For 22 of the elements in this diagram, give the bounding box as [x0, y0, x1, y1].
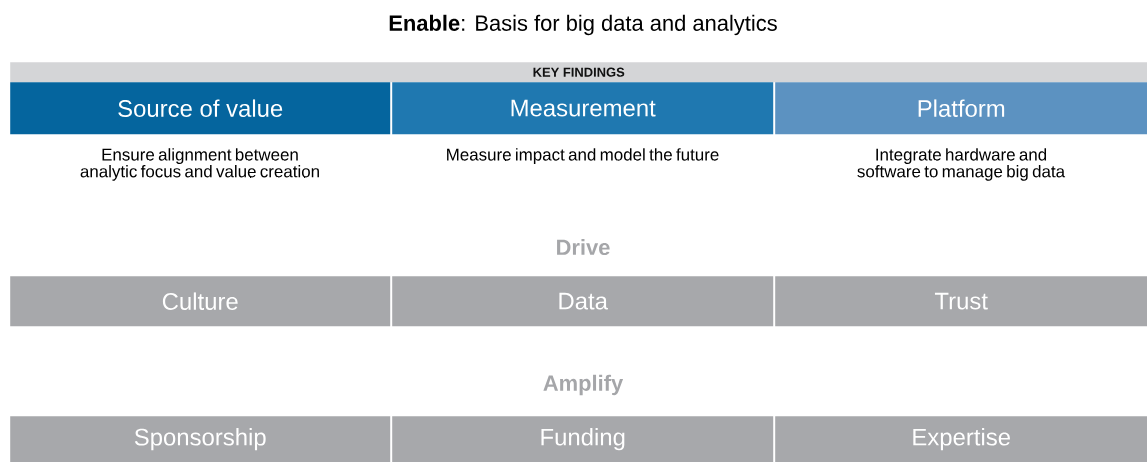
- description: Measure impact and model the future: [447, 148, 719, 164]
- node-label: Culture: [162, 292, 238, 310]
- node-label: Funding: [541, 428, 625, 451]
- category-box: Measurement: [392, 82, 774, 135]
- section-heading: Amplify: [543, 374, 624, 396]
- category-box: Trust: [775, 276, 1147, 327]
- category-box: Data: [392, 276, 774, 327]
- node-label: Sponsorship: [134, 428, 266, 451]
- header-band: KEY FINDINGS: [10, 62, 1147, 83]
- category-box: Platform: [775, 82, 1147, 135]
- description: Integrate hardware and software to manage big data: [857, 148, 1066, 181]
- category-box: Funding: [392, 416, 774, 462]
- category-box: Expertise: [775, 416, 1147, 462]
- node-label: Data: [559, 292, 608, 310]
- description: Ensure alignment between analytic focus and value creation: [80, 148, 319, 181]
- node-label: Trust: [934, 292, 988, 310]
- node-label: Expertise: [913, 428, 1010, 451]
- category-box: Source of value: [10, 82, 391, 135]
- title: Enable: Basis for big data and analytics: [389, 14, 777, 36]
- category-box: Sponsorship: [10, 416, 391, 462]
- section-heading: Drive: [557, 238, 610, 256]
- category-box: Culture: [10, 276, 391, 327]
